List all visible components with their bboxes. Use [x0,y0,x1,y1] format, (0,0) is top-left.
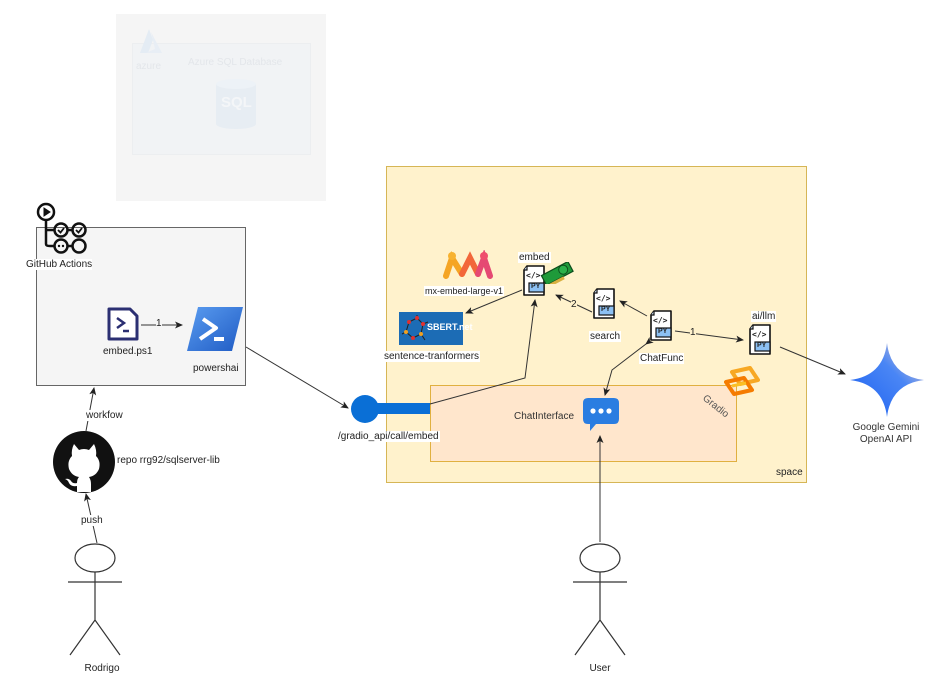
py-badge: PY [757,342,767,349]
github-actions-label: GitHub Actions [26,259,93,270]
edge-powershai-to-endpoint [245,346,349,409]
gemini-label-line1: Google Gemini [852,422,920,433]
sbert-logo: SBERT.net [399,312,473,345]
actor-user-icon [573,543,627,656]
python-file-icon [593,288,615,319]
github-actions-icon [36,202,87,254]
py-badge: PY [531,283,541,290]
edge-label-chatfunc-to-llm: 1 [690,327,696,338]
python-file-icon [523,265,545,296]
powershell-script-icon[interactable] [106,306,140,342]
actor-user-label: User [589,663,611,674]
azure-logo-icon [140,29,162,53]
molecule-icon [401,315,429,341]
gemini-label-line2: OpenAI API [859,434,913,445]
github-actions-group[interactable] [36,227,246,386]
endpoint-port-bar [376,403,430,414]
python-file-icon [650,310,672,341]
endpoint-port-circle[interactable] [351,395,379,423]
gpu-card-icon [540,262,574,284]
powershai-label: powershai [193,363,239,374]
sbert-logo-text: SBERT.net [427,322,473,332]
edge-label-push: push [80,515,104,526]
azure-label: azure [136,61,162,72]
endpoint-label: /gradio_api/call/embed [337,431,440,442]
actor-rodrigo-icon [68,543,122,656]
azure-sql-title: Azure SQL Database [188,57,283,68]
chatfunc-py-node[interactable]: </> PY [649,310,673,342]
code-glyph: </> [526,271,541,280]
search-py-node[interactable]: </> PY [592,288,616,320]
gradio-logo-icon [724,366,760,396]
code-glyph: </> [596,294,611,303]
edge-label-search-to-embed: 2 [571,299,577,310]
edge-label-script-to-powershai: 1 [156,318,162,329]
sql-icon-text: SQL [221,94,252,111]
mx-embed-label: mx-embed-large-v1 [424,286,505,296]
github-logo-icon[interactable] [52,430,116,494]
mixedbread-logo-icon [443,250,493,279]
chat-interface-label: ChatInterface [514,411,575,422]
repo-label: repo rrg92/sqlserver-lib [117,455,220,466]
py-badge: PY [658,328,668,335]
embed-label: embed [518,252,551,263]
code-glyph: </> [752,330,767,339]
python-file-icon [749,324,771,355]
search-label: search [589,331,622,342]
gemini-star-icon [850,343,924,417]
actor-rodrigo-label: Rodrigo [84,663,120,674]
space-label: space [776,467,803,478]
chatfunc-label: ChatFunc [639,353,685,364]
sql-database-icon [216,79,256,129]
chat-bubble-icon[interactable] [582,397,620,433]
embed-ps1-label: embed.ps1 [103,346,153,357]
code-glyph: </> [653,316,668,325]
ai-llm-label: ai/llm [751,311,777,322]
edge-label-workflow: workfow [85,410,124,421]
gradio-container[interactable] [430,385,737,462]
powershell-icon[interactable] [186,306,244,352]
embed-py-node[interactable]: </> PY [522,265,546,297]
py-badge: PY [601,306,611,313]
ai-llm-py-node[interactable]: </> PY [748,324,772,356]
sentence-transformers-label: sentence-tranformers [383,351,481,362]
azure-container: azure Azure SQL Database SQL [116,14,326,201]
